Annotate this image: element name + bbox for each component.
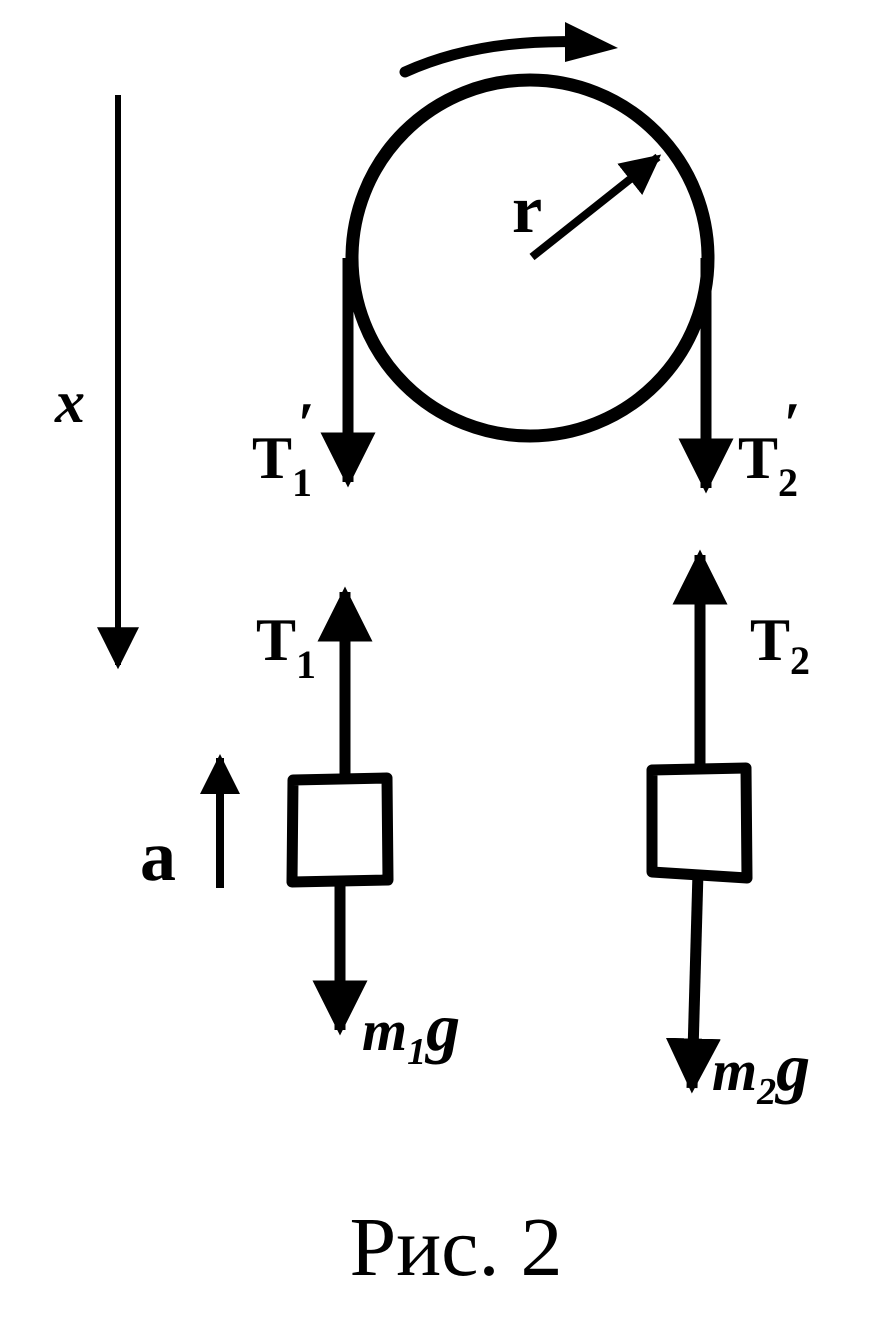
t1-prime-label: T1′ — [252, 391, 315, 505]
t1-label: T1 — [256, 607, 316, 687]
m1g-label: m1g — [362, 989, 460, 1073]
pulley-wheel — [345, 73, 715, 443]
radius-arrow — [529, 153, 662, 261]
m2g-label: m2g — [712, 1029, 810, 1113]
block-m2 — [646, 762, 753, 884]
rotation-arrow — [399, 36, 591, 78]
m2g-arrow — [665, 871, 721, 1094]
block-m1 — [286, 772, 394, 888]
rotation-arrowhead — [565, 22, 618, 62]
radius-label: r — [512, 171, 542, 247]
t2-label: T2 — [750, 607, 810, 683]
acceleration-label: a — [140, 816, 176, 896]
t2-prime-label: T2′ — [738, 391, 801, 505]
x-axis-label: x — [54, 369, 85, 435]
figure-caption: Рис. 2 — [350, 1201, 563, 1294]
